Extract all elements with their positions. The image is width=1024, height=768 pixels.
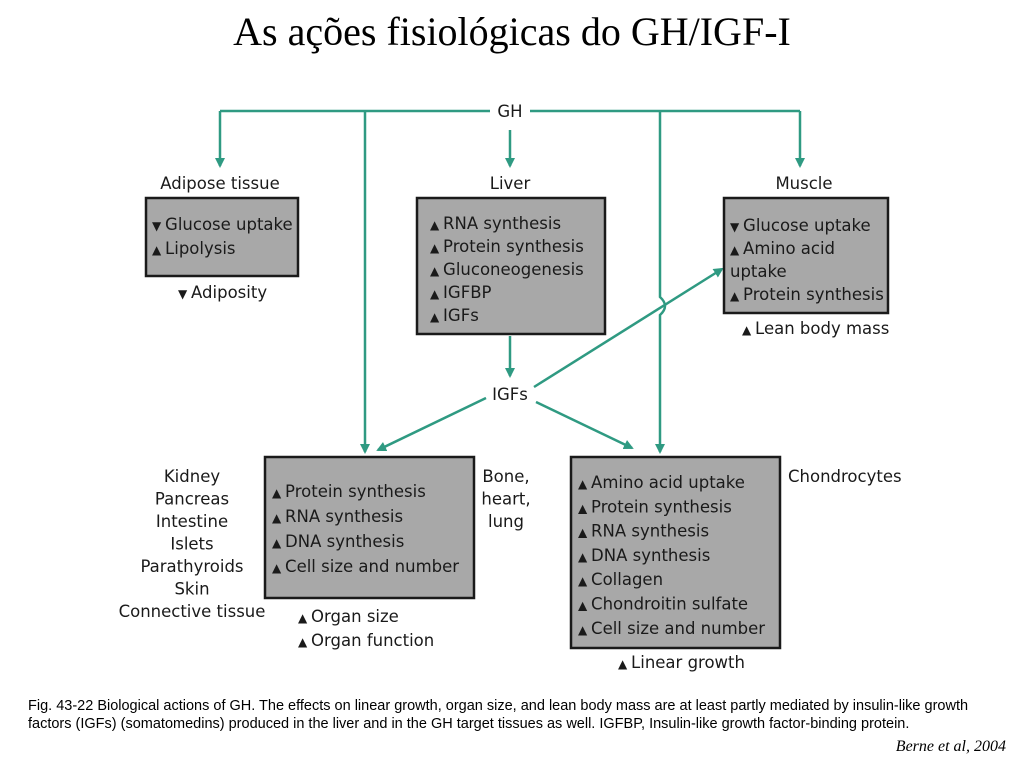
muscle-group: Muscle ▼ Glucose uptake ▲ Amino acid uptak… xyxy=(722,174,890,338)
organ-label: Skin xyxy=(174,580,209,599)
increase-arrow-icon: ▲ xyxy=(272,486,285,500)
liver-item: ▲ IGFs xyxy=(430,306,479,325)
adipose-group: Adipose tissue ▼ Glucose uptake ▲ Lipolys… xyxy=(144,174,300,302)
organs-box xyxy=(263,455,476,600)
increase-arrow-icon: ▲ xyxy=(272,536,285,550)
connector-arrows xyxy=(215,109,805,454)
increase-arrow-icon: ▲ xyxy=(430,241,443,255)
increase-arrow-icon: ▲ xyxy=(430,287,443,301)
liver-label: Liver xyxy=(490,174,531,193)
adipose-item: ▼ Glucose uptake xyxy=(152,215,293,234)
liver-item: ▲ Protein synthesis xyxy=(430,237,584,256)
chondrocytes-item: ▲ Amino acid uptake xyxy=(578,473,745,492)
organs-item: ▲ RNA synthesis xyxy=(272,507,403,526)
muscle-item: ▲ Protein synthesis xyxy=(730,285,884,304)
chondrocytes-items: ▲ Amino acid uptake ▲ Protein synthesis ▲ … xyxy=(578,473,765,638)
chondrocytes-label: Chondrocytes xyxy=(788,467,902,486)
adipose-outcome-text: ▼ Adiposity xyxy=(178,283,267,302)
adipose-item: ▲ Lipolysis xyxy=(152,239,236,258)
decrease-arrow-icon: ▼ xyxy=(152,219,165,233)
chondrocytes-item: ▲ Protein synthesis xyxy=(578,497,732,516)
muscle-item: ▲ Amino acid xyxy=(730,239,835,258)
gh-label: GH xyxy=(497,102,522,121)
organ-label: Intestine xyxy=(156,512,228,531)
citation: Berne et al, 2004 xyxy=(895,738,1006,755)
increase-arrow-icon: ▲ xyxy=(578,477,591,491)
adipose-box xyxy=(144,196,300,278)
chondrocytes-outcome: ▲ Linear growth xyxy=(618,653,745,672)
organs-item: ▲ Cell size and number xyxy=(272,557,459,576)
increase-arrow-icon: ▲ xyxy=(742,323,755,337)
organs-right-labels: Bone, heart, lung xyxy=(481,467,530,531)
organs-outcome-text: ▲ Organ size xyxy=(298,607,399,626)
organ-label: Parathyroids xyxy=(140,557,243,576)
organs-item: ▲ DNA synthesis xyxy=(272,532,404,551)
increase-arrow-icon: ▲ xyxy=(272,561,285,575)
organs-items: ▲ Protein synthesis ▲ RNA synthesis ▲ DNA … xyxy=(272,482,459,576)
increase-arrow-icon: ▲ xyxy=(730,289,743,303)
muscle-item: uptake xyxy=(730,262,787,281)
organs-outcome-text: ▲ Organ function xyxy=(298,631,434,650)
increase-arrow-icon: ▲ xyxy=(430,264,443,278)
chondrocytes-outcome-text: ▲ Linear growth xyxy=(618,653,745,672)
igfs-node-label: IGFs xyxy=(492,385,528,404)
increase-arrow-icon: ▲ xyxy=(730,243,743,257)
chondrocytes-item: ▲ Cell size and number xyxy=(578,619,765,638)
chondrocytes-group: Chondrocytes ▲ Amino acid uptake ▲ Protei… xyxy=(569,455,902,672)
muscle-box xyxy=(722,196,890,315)
organs-left-labels: KidneyPancreasIntestineIsletsParathyroid… xyxy=(119,467,266,621)
increase-arrow-icon: ▲ xyxy=(578,623,591,637)
slide-title: As ações fisiológicas do GH/IGF-I xyxy=(233,9,791,54)
liver-group: Liver ▲ RNA synthesis ▲ Protein synthesis… xyxy=(415,174,607,336)
liver-box xyxy=(415,196,607,336)
decrease-arrow-icon: ▼ xyxy=(730,220,743,234)
muscle-outcome-text: ▲ Lean body mass xyxy=(742,319,889,338)
increase-arrow-icon: ▲ xyxy=(578,526,591,540)
increase-arrow-icon: ▲ xyxy=(578,574,591,588)
chondrocytes-item: ▲ DNA synthesis xyxy=(578,546,710,565)
organ-label: Islets xyxy=(170,535,213,554)
organs-item: ▲ Protein synthesis xyxy=(272,482,426,501)
arrow-igfs-to-organs xyxy=(376,396,487,452)
organ-label: heart, xyxy=(481,490,530,509)
liver-item: ▲ Gluconeogenesis xyxy=(430,260,584,279)
muscle-items: ▼ Glucose uptake ▲ Amino acid uptake ▲ Prot… xyxy=(730,216,884,304)
adipose-outcome: ▼ Adiposity xyxy=(178,283,267,302)
chondrocytes-item: ▲ Collagen xyxy=(578,570,663,589)
liver-items: ▲ RNA synthesis ▲ Protein synthesis ▲ Gluc… xyxy=(430,214,584,325)
increase-arrow-icon: ▲ xyxy=(298,611,311,625)
chondrocytes-item: ▲ RNA synthesis xyxy=(578,522,709,541)
chondrocytes-box xyxy=(569,455,782,650)
increase-arrow-icon: ▲ xyxy=(578,550,591,564)
organs-outcomes: ▲ Organ size ▲ Organ function xyxy=(298,607,434,650)
gh-igf-diagram: GH IGFs Adipose tissue ▼ Glucose uptake ▲… xyxy=(119,102,902,672)
decrease-arrow-icon: ▼ xyxy=(178,287,191,301)
arrow-igfs-to-chondrocytes xyxy=(535,400,634,450)
increase-arrow-icon: ▲ xyxy=(298,635,311,649)
increase-arrow-icon: ▲ xyxy=(618,657,631,671)
liver-item: ▲ RNA synthesis xyxy=(430,214,561,233)
adipose-items: ▼ Glucose uptake ▲ Lipolysis xyxy=(152,215,293,258)
figure-caption: Fig. 43-22 Biological actions of GH. The… xyxy=(28,698,969,732)
increase-arrow-icon: ▲ xyxy=(578,501,591,515)
muscle-label: Muscle xyxy=(775,174,832,193)
increase-arrow-icon: ▲ xyxy=(430,218,443,232)
organ-label: lung xyxy=(488,512,524,531)
adipose-label: Adipose tissue xyxy=(160,174,279,193)
liver-item: ▲ IGFBP xyxy=(430,283,492,302)
increase-arrow-icon: ▲ xyxy=(430,310,443,324)
organ-label: Kidney xyxy=(164,467,220,486)
chondrocytes-item: ▲ Chondroitin sulfate xyxy=(578,595,748,614)
arrow-gh-to-chondrocytes xyxy=(655,111,667,454)
muscle-outcome: ▲ Lean body mass xyxy=(742,319,889,338)
organs-group: KidneyPancreasIntestineIsletsParathyroid… xyxy=(119,455,531,650)
increase-arrow-icon: ▲ xyxy=(152,243,165,257)
increase-arrow-icon: ▲ xyxy=(578,599,591,613)
organ-label: Pancreas xyxy=(155,490,229,509)
increase-arrow-icon: ▲ xyxy=(272,511,285,525)
arrow-igfs-to-muscle xyxy=(533,267,724,389)
organ-label: Connective tissue xyxy=(119,602,266,621)
organ-label: Bone, xyxy=(482,467,529,486)
muscle-item: ▼ Glucose uptake xyxy=(730,216,871,235)
